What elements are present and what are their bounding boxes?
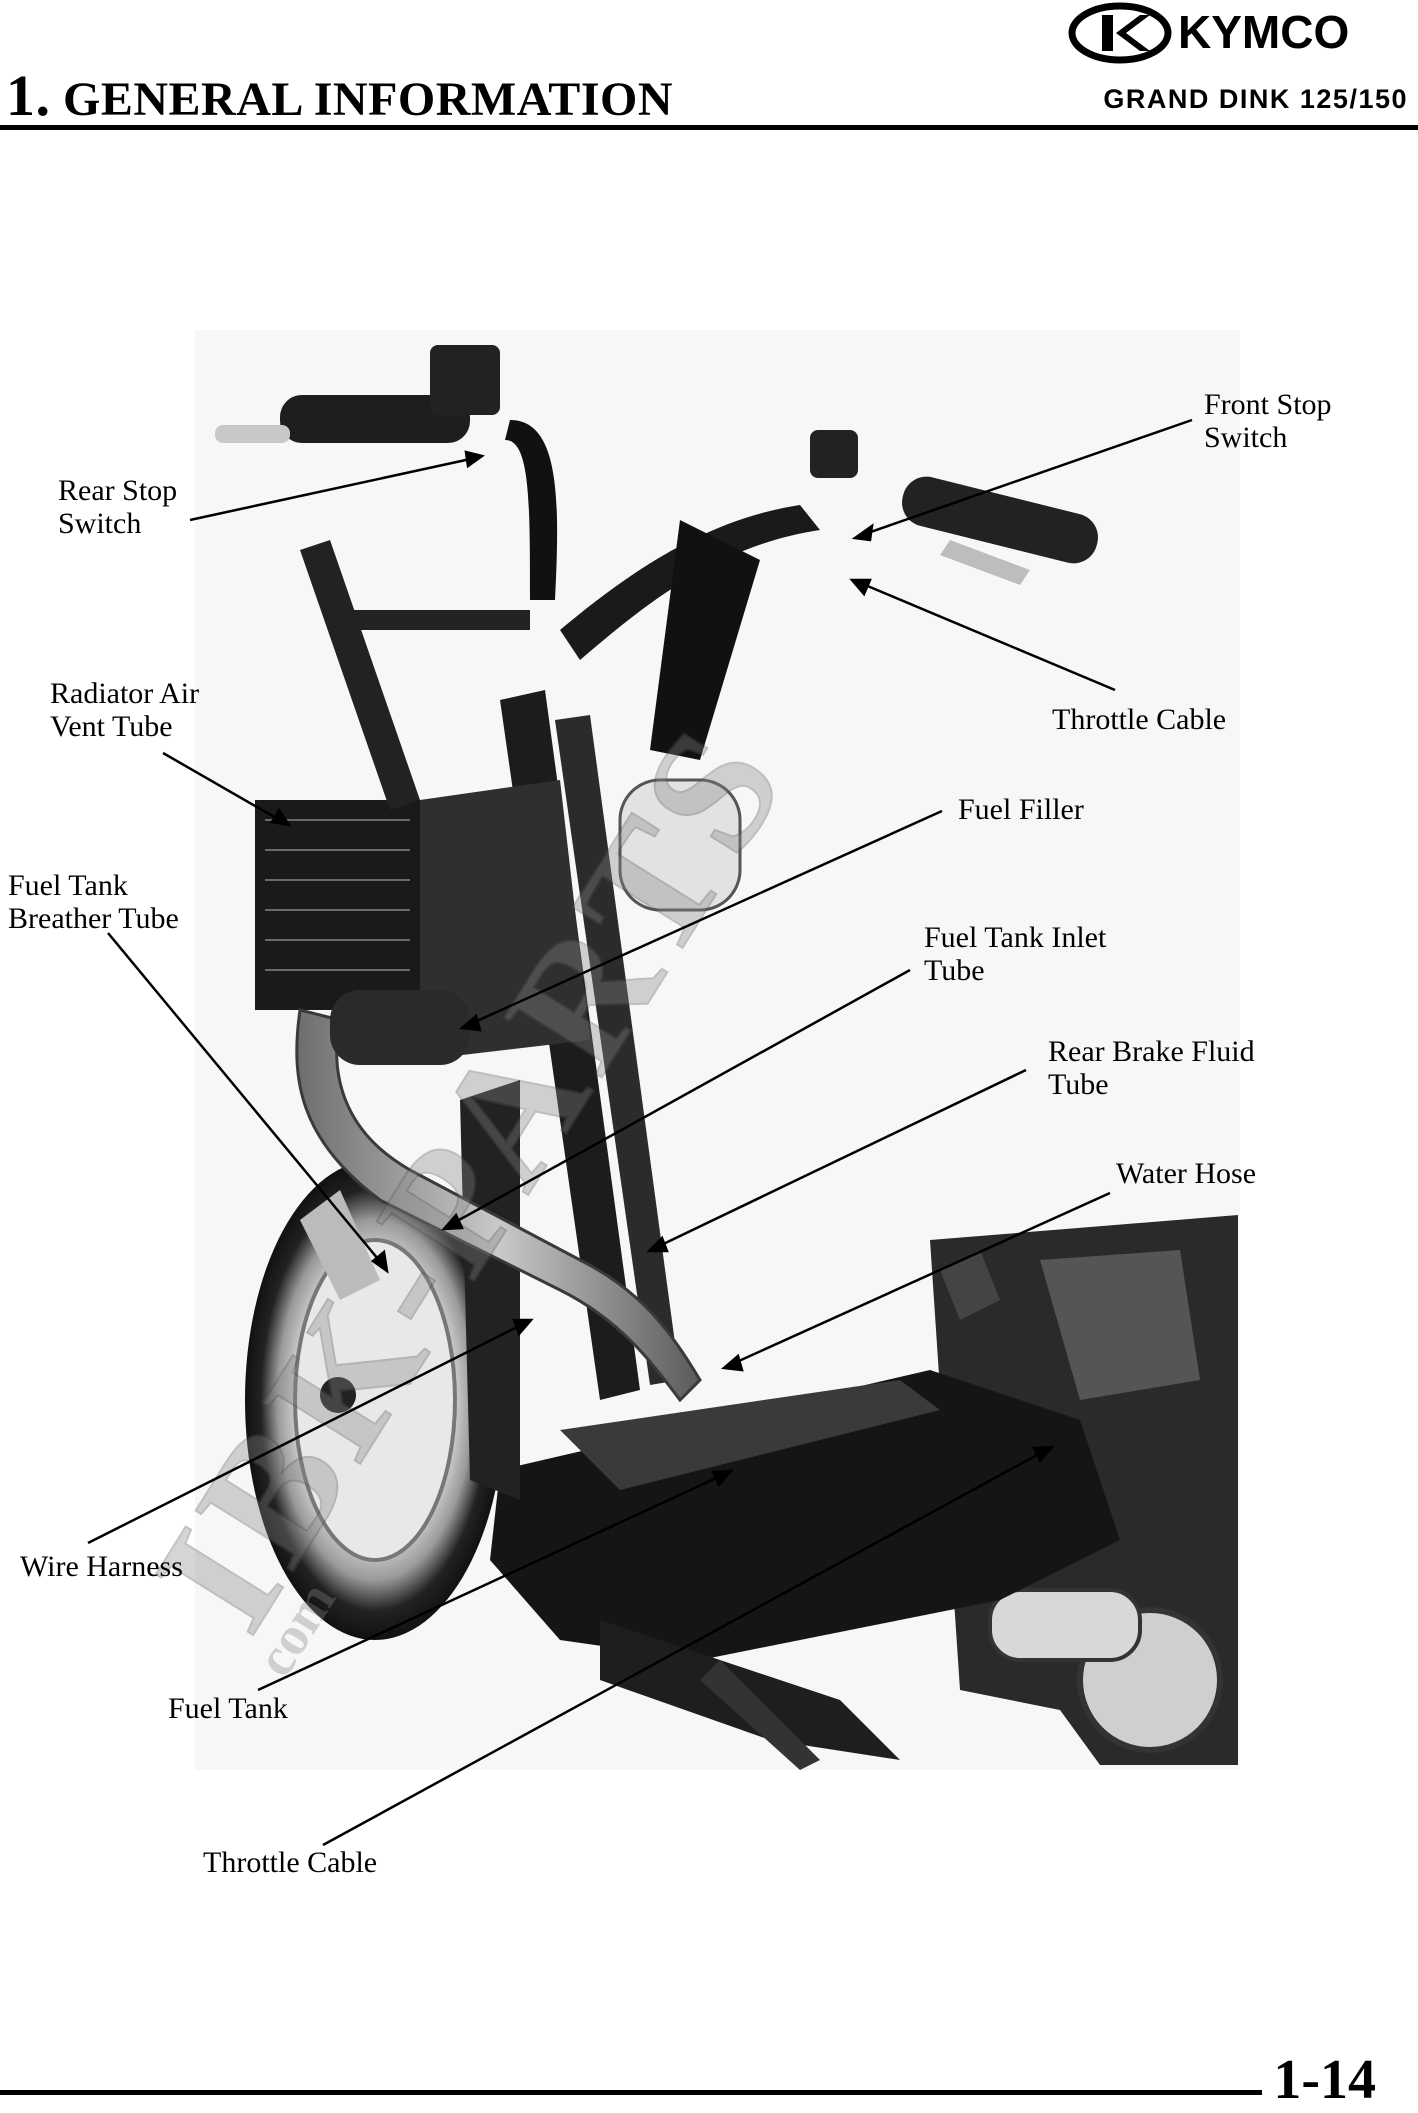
label-throttle-cable-bottom: Throttle Cable — [203, 1846, 378, 1879]
frame-down-tube — [295, 1008, 702, 1403]
leader-fuel-tank-inlet-tube — [441, 968, 911, 1231]
floor-frame — [490, 1370, 1120, 1770]
leader-rear-stop-switch — [189, 450, 485, 522]
leader-water-hose — [721, 1191, 1111, 1372]
label-fuel-tank-inlet-tube: Fuel Tank Inlet Tube — [924, 921, 1107, 987]
page-number: 1-14 — [1273, 2049, 1376, 2111]
label-fuel-filler: Fuel Filler — [958, 793, 1084, 826]
leader-fuel-filler — [459, 809, 943, 1032]
leader-throttle-cable-top — [849, 578, 1116, 692]
leader-throttle-cable-bottom — [322, 1445, 1055, 1847]
label-fuel-tank: Fuel Tank — [168, 1692, 288, 1725]
section-title: 1. GENERAL INFORMATION — [6, 62, 673, 129]
leader-fuel-tank — [257, 1469, 734, 1692]
header-rule — [0, 125, 1418, 130]
label-water-hose: Water Hose — [1116, 1157, 1257, 1190]
kymco-logo: KYMCO — [1068, 2, 1349, 64]
section-title-text: GENERAL INFORMATION — [63, 73, 673, 126]
label-rear-brake-fluid-tube: Rear Brake Fluid Tube — [1048, 1035, 1255, 1101]
front-wheel — [245, 1160, 505, 1640]
label-front-stop-switch: Front Stop Switch — [1204, 388, 1332, 454]
fuel-filler-body — [330, 990, 470, 1065]
label-throttle-cable-top: Throttle Cable — [1052, 703, 1227, 736]
leader-lines — [87, 418, 1193, 1847]
label-radiator-air-vent-tube: Radiator Air Vent Tube — [50, 677, 200, 743]
leader-front-stop-switch — [851, 418, 1193, 542]
section-number: 1. — [6, 63, 51, 128]
footer-rule — [0, 2090, 1262, 2095]
leader-fuel-tank-breather-tube — [107, 932, 389, 1274]
brand-name: KYMCO — [1178, 6, 1349, 58]
radiator — [255, 540, 742, 1060]
leader-rear-brake-fluid-tube — [645, 1068, 1027, 1253]
leader-wire-harness — [87, 1318, 534, 1545]
leader-radiator-air-vent-tube — [162, 751, 292, 827]
handlebars — [215, 345, 1098, 760]
label-rear-stop-switch: Rear Stop Switch — [58, 474, 178, 540]
model-name: GRAND DINK 125/150 — [1103, 84, 1408, 114]
label-fuel-tank-breather-tube: Fuel Tank Breather Tube — [8, 869, 179, 935]
label-wire-harness: Wire Harness — [20, 1550, 183, 1583]
